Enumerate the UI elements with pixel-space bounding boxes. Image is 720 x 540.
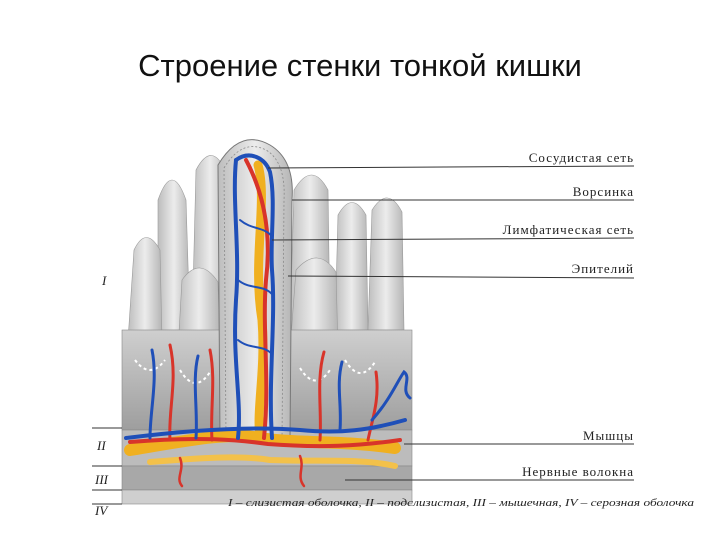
slide-title: Строение стенки тонкой кишки: [138, 48, 582, 83]
figure-caption: I – слизистая оболочка, II – подслизиста…: [227, 498, 694, 509]
label-nerve-fibers: Нервные волокна: [522, 464, 634, 479]
background-villi: [127, 155, 405, 351]
layer-label-ii: II: [96, 438, 106, 453]
layer-label-iv: IV: [94, 503, 109, 518]
layer-label-i: I: [101, 273, 107, 288]
muscle-layer: [121, 465, 413, 491]
label-villus: Ворсинка: [573, 184, 634, 199]
label-muscles: Мышцы: [583, 428, 634, 443]
veins: [124, 153, 412, 440]
label-vascular-net: Сосудистая сеть: [529, 150, 634, 165]
layer-label-iii: III: [94, 472, 109, 487]
leader-lines: [92, 165, 635, 505]
label-lymphatic-net: Лимфатическая сеть: [503, 222, 634, 237]
arteries: [128, 158, 402, 488]
label-epithelium: Эпителий: [572, 261, 634, 276]
serosa-layer: [121, 489, 413, 505]
